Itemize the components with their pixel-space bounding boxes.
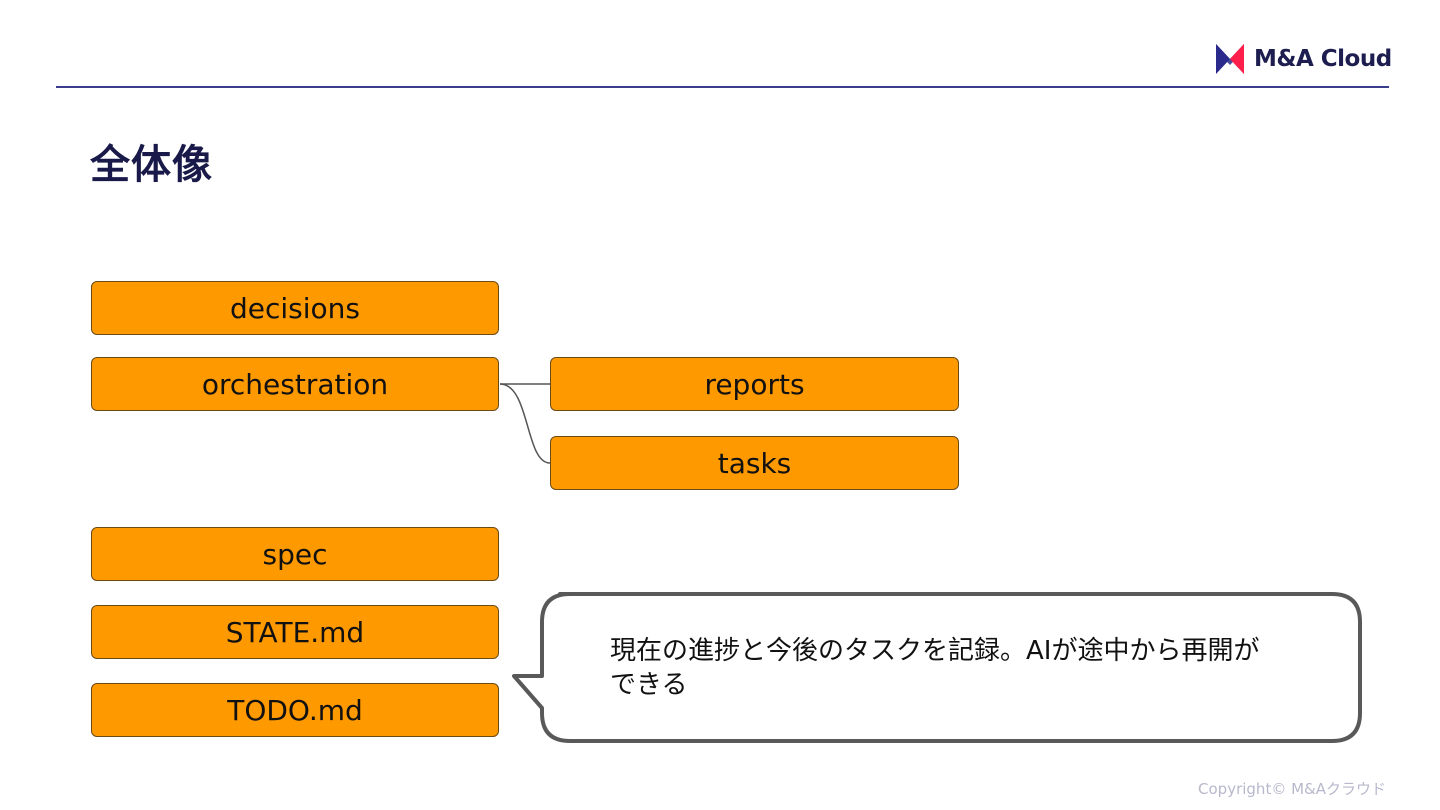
brand-logo: M&A Cloud	[1216, 44, 1392, 74]
logo-text: M&A Cloud	[1254, 46, 1392, 72]
callout-text: 現在の進捗と今後のタスクを記録。AIが途中から再開ができる	[610, 636, 1260, 700]
copyright-footer: Copyright© M&Aクラウド	[1198, 780, 1386, 798]
node-state-md: STATE.md	[91, 605, 499, 659]
node-decisions: decisions	[91, 281, 499, 335]
node-label: decisions	[229, 291, 360, 325]
node-label: orchestration	[201, 367, 389, 401]
node-label: reports	[704, 367, 805, 401]
node-reports: reports	[550, 357, 959, 411]
ma-logo-icon	[1216, 44, 1244, 74]
node-label: TODO.md	[227, 693, 363, 727]
connector-orchestration-tasks	[499, 383, 551, 464]
node-label: tasks	[717, 446, 792, 480]
node-spec: spec	[91, 527, 499, 581]
node-orchestration: orchestration	[91, 357, 499, 411]
node-tasks: tasks	[550, 436, 959, 490]
node-label: spec	[262, 537, 328, 571]
node-todo-md: TODO.md	[91, 683, 499, 737]
page-title: 全体像	[90, 142, 213, 188]
node-label: STATE.md	[225, 615, 365, 649]
header-divider	[56, 86, 1389, 88]
